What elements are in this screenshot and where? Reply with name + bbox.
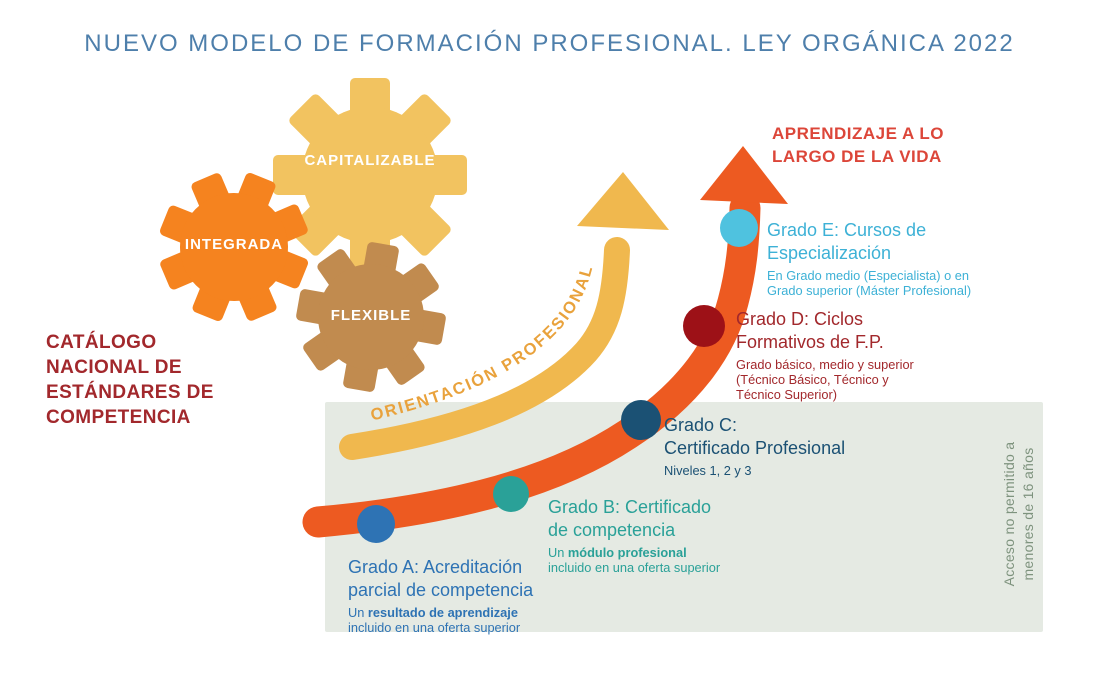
grade-e-subtitle: En Grado medio (Especialista) o en Grado… [767,268,972,298]
grade-e-block: Grado E: Cursos de Especialización En Gr… [767,219,971,298]
grade-c-block: Grado C: Certificado Profesional Niveles… [664,414,845,478]
grade-b-block: Grado B: Certificado de competencia Un m… [548,496,720,575]
grade-c-dot [621,400,661,440]
orientation-arrow-shaft [339,237,630,460]
gear-flexible-icon [296,242,446,392]
orientation-arrow-head [577,172,669,230]
lifelong-arrow-head [700,146,788,204]
grade-d-title: Grado D: Ciclos Formativos de F.P. [736,309,884,352]
page-title: NUEVO MODELO DE FORMACIÓN PROFESIONAL. L… [84,30,1015,57]
grade-e-dot [720,209,758,247]
grade-d-block: Grado D: Ciclos Formativos de F.P. Grado… [736,308,914,402]
lifelong-arrow-shaft [302,192,761,538]
grade-e-title: Grado E: Cursos de Especialización [767,220,927,263]
grade-d-dot [683,305,725,347]
grade-a-subtitle: Un resultado de aprendizaje incluido en … [348,605,521,635]
lifelong-learning-label: APRENDIZAJE A LO LARGO DE LA VIDA [772,124,945,166]
gear-flexible-label: FLEXIBLE [330,307,412,324]
grade-a-title: Grado A: Acreditación parcial de compete… [348,557,534,600]
restriction-panel [325,402,1043,632]
age-restriction-label: Acceso no permitido a menores de 16 años [1001,441,1036,587]
gear-capitalizable-icon [273,78,467,272]
grade-b-subtitle: Un módulo profesional incluido en una of… [548,545,721,575]
gear-integrada-label: INTEGRADA [184,236,284,253]
grade-c-title: Grado C: Certificado Profesional [664,415,846,458]
grade-a-block: Grado A: Acreditación parcial de compete… [348,556,533,635]
gear-integrada-icon [159,172,309,322]
gear-capitalizable-label: CAPITALIZABLE [304,152,436,169]
grade-b-dot [493,476,529,512]
grade-b-title: Grado B: Certificado de competencia [548,497,712,540]
catalog-label: CATÁLOGO NACIONAL DE ESTÁNDARES DE COMPE… [46,332,214,428]
grade-c-subtitle: Niveles 1, 2 y 3 [664,463,752,478]
grade-d-subtitle: Grado básico, medio y superior (Técnico … [736,357,914,402]
grade-a-dot [357,505,395,543]
